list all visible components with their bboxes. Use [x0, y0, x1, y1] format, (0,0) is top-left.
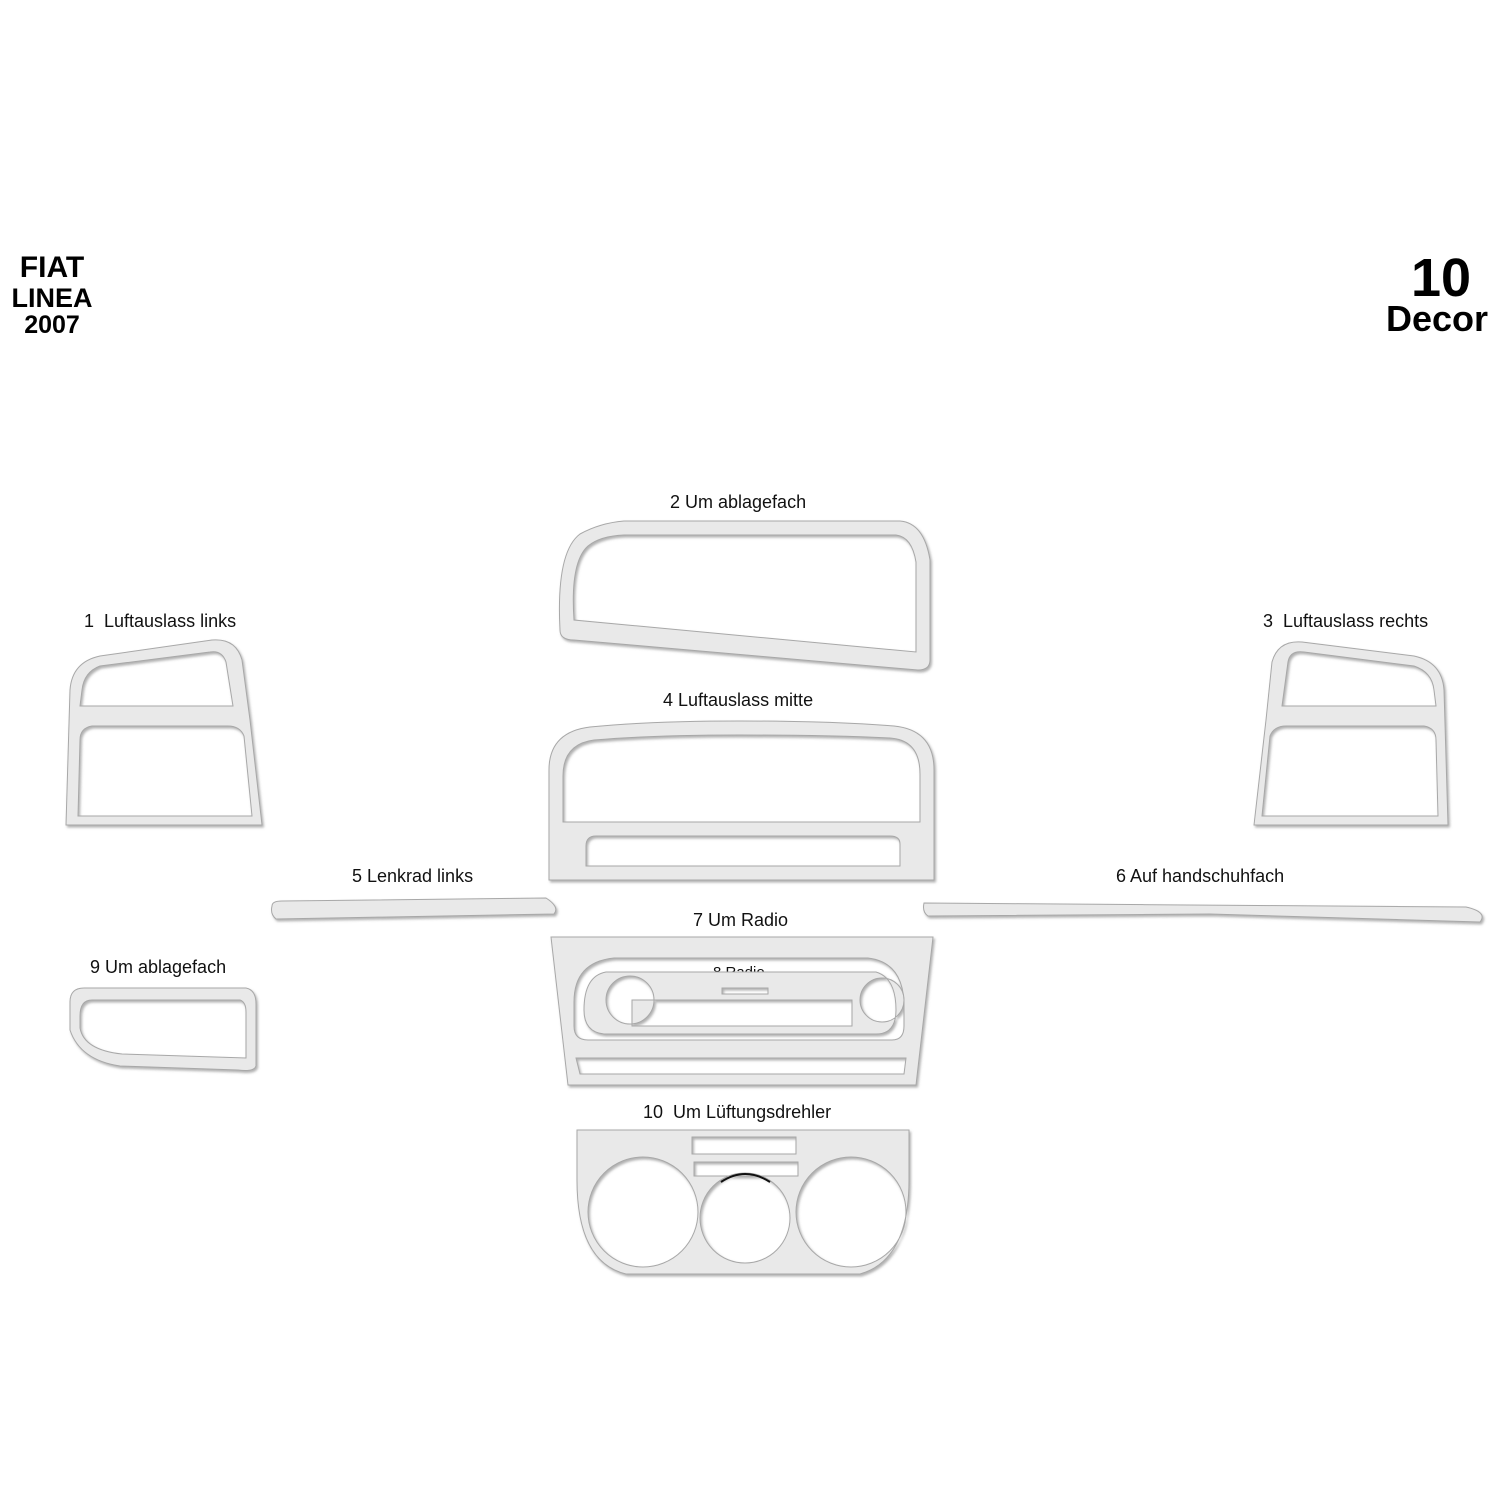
trim-piece-6 [923, 902, 1483, 923]
brand-make: FIAT [19, 251, 85, 284]
dial-edge-highlight [720, 1173, 771, 1183]
trim-piece-2 [558, 520, 931, 671]
radio-panel-8 [583, 971, 905, 1035]
trim-piece-1 [65, 639, 263, 826]
part-label-5: 5 Lenkrad links [352, 866, 474, 886]
part-label-6: 6 Auf handschuhfach [1116, 866, 1285, 886]
part-label-9: 9 Um ablagefach [90, 957, 227, 977]
trim-piece-9 [69, 987, 257, 1071]
brand-year: 2007 [24, 311, 80, 339]
trim-piece-5 [271, 897, 557, 920]
trim-piece-10 [576, 1129, 910, 1275]
piece-count-label: Decor [1385, 298, 1489, 339]
part-label-2: 2 Um ablagefach [670, 492, 807, 512]
brand-model: LINEA [11, 283, 93, 313]
trim-piece-4 [548, 720, 935, 881]
part-label-7: 7 Um Radio [693, 910, 789, 930]
trim-piece-3 [1253, 641, 1449, 826]
piece-count: 10 [1410, 248, 1472, 308]
part-label-10: 10 Um Lüftungsdrehler [643, 1102, 832, 1122]
part-label-4: 4 Luftauslass mitte [663, 690, 814, 710]
part-label-1: 1 Luftauslass links [84, 611, 237, 631]
part-label-3: 3 Luftauslass rechts [1263, 611, 1429, 631]
